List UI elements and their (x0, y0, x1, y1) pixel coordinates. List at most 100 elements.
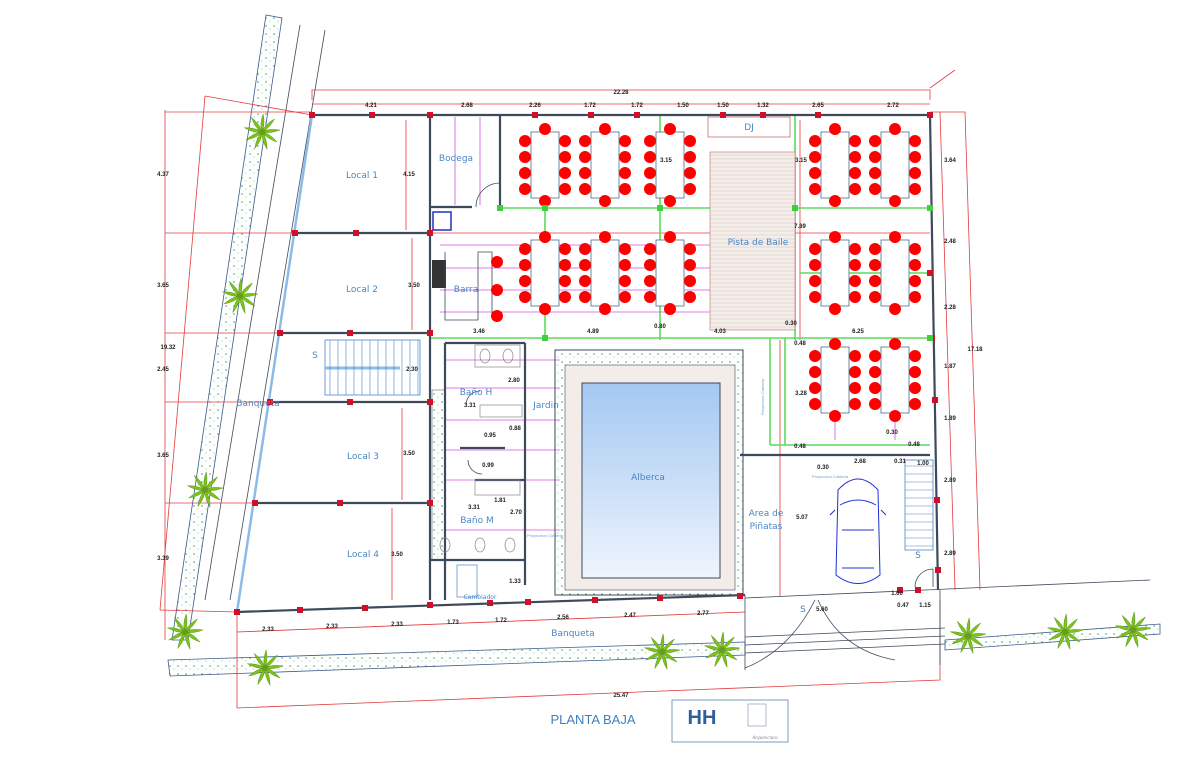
column (309, 112, 315, 118)
chair (579, 275, 591, 287)
dim-salon: 1.00 (917, 461, 929, 467)
chair (909, 350, 921, 362)
chair (559, 167, 571, 179)
palm-frond (967, 635, 974, 655)
chair (619, 167, 631, 179)
column (525, 599, 531, 605)
palm-frond (1132, 629, 1139, 649)
chair (559, 135, 571, 147)
chair (869, 183, 881, 195)
dim-right: 2.89 (944, 551, 956, 557)
chair (684, 151, 696, 163)
column (897, 587, 903, 593)
palm-trunk (202, 487, 208, 493)
chair (519, 291, 531, 303)
chair (619, 259, 631, 271)
room-label-jardin: Jardin (532, 401, 559, 411)
chair (664, 303, 676, 315)
room-label-local-4: Local 4 (347, 550, 379, 560)
dim-bottom: 2.77 (697, 611, 709, 617)
column (934, 497, 940, 503)
chair (519, 183, 531, 195)
chair (539, 231, 551, 243)
dim-top: 1.72 (584, 103, 596, 109)
palm-frond (239, 293, 259, 297)
bar-stool (491, 256, 503, 268)
chair (849, 151, 861, 163)
stairs-left[interactable] (324, 339, 421, 396)
dim-salon: 1.15 (919, 603, 931, 609)
palm-frond (184, 629, 204, 633)
banquet-table (644, 123, 696, 207)
chair (869, 350, 881, 362)
chair (889, 123, 901, 135)
chair (849, 183, 861, 195)
chair (869, 167, 881, 179)
column (927, 270, 933, 276)
palm-tree-icon (186, 471, 224, 509)
dim-bottom: 2.56 (557, 615, 569, 621)
bathroom-fixtures (439, 344, 523, 598)
column (347, 399, 353, 405)
chair (909, 382, 921, 394)
dim-right: 2.48 (944, 239, 956, 245)
chair (809, 291, 821, 303)
chair (644, 243, 656, 255)
palm-frond (703, 645, 723, 651)
walls (235, 113, 941, 670)
palm-trunk (237, 293, 243, 299)
pool (554, 349, 744, 596)
dim-bottom: 2.47 (624, 613, 636, 619)
dim-hall: 3.46 (473, 329, 485, 335)
column (542, 335, 548, 341)
chair (809, 243, 821, 255)
table-top (880, 239, 910, 307)
chair (829, 123, 841, 135)
room-label-banqueta-bottom: Banqueta (551, 629, 594, 639)
chair (664, 195, 676, 207)
palm-frond (967, 635, 984, 647)
palm-frond (261, 131, 268, 151)
room-label-bodega: Bodega (439, 154, 473, 164)
dim-hall: 6.25 (852, 329, 864, 335)
palm-frond (221, 291, 241, 297)
chair (809, 183, 821, 195)
column (353, 230, 359, 236)
column (267, 399, 273, 405)
chair (599, 195, 611, 207)
palm-frond (661, 651, 668, 671)
chair (644, 291, 656, 303)
column (497, 205, 503, 211)
room-label-local-1: Local 1 (346, 171, 378, 181)
chair (889, 410, 901, 422)
chair (909, 366, 921, 378)
dim-top: 1.50 (677, 103, 689, 109)
palm-tree-icon (246, 649, 284, 687)
palm-frond (263, 649, 268, 669)
palm-frond (260, 113, 265, 133)
palm-frond (186, 485, 206, 491)
chair (559, 259, 571, 271)
table-top (820, 131, 850, 199)
palm-frond (203, 471, 208, 491)
palm-frond (650, 636, 663, 653)
palm-frond (168, 631, 186, 641)
chair (519, 243, 531, 255)
palm-frond (654, 651, 663, 670)
stairs-right[interactable] (904, 459, 934, 551)
palm-frond (661, 649, 681, 653)
chair (869, 259, 881, 271)
dim-salon: 0.31 (894, 459, 906, 465)
palm-frond (264, 665, 284, 669)
palm-frond (645, 651, 663, 661)
chair (664, 231, 676, 243)
column (277, 330, 283, 336)
chair (644, 135, 656, 147)
dim-salon: 3.28 (795, 391, 807, 397)
dim-salon: 2.68 (854, 459, 866, 465)
palm-frond (238, 277, 243, 297)
dim-salon: 3.15 (660, 158, 672, 164)
note-roof-projection: Proyeccion Cubierta (812, 474, 849, 479)
chair (909, 243, 921, 255)
bar-stool (491, 310, 503, 322)
